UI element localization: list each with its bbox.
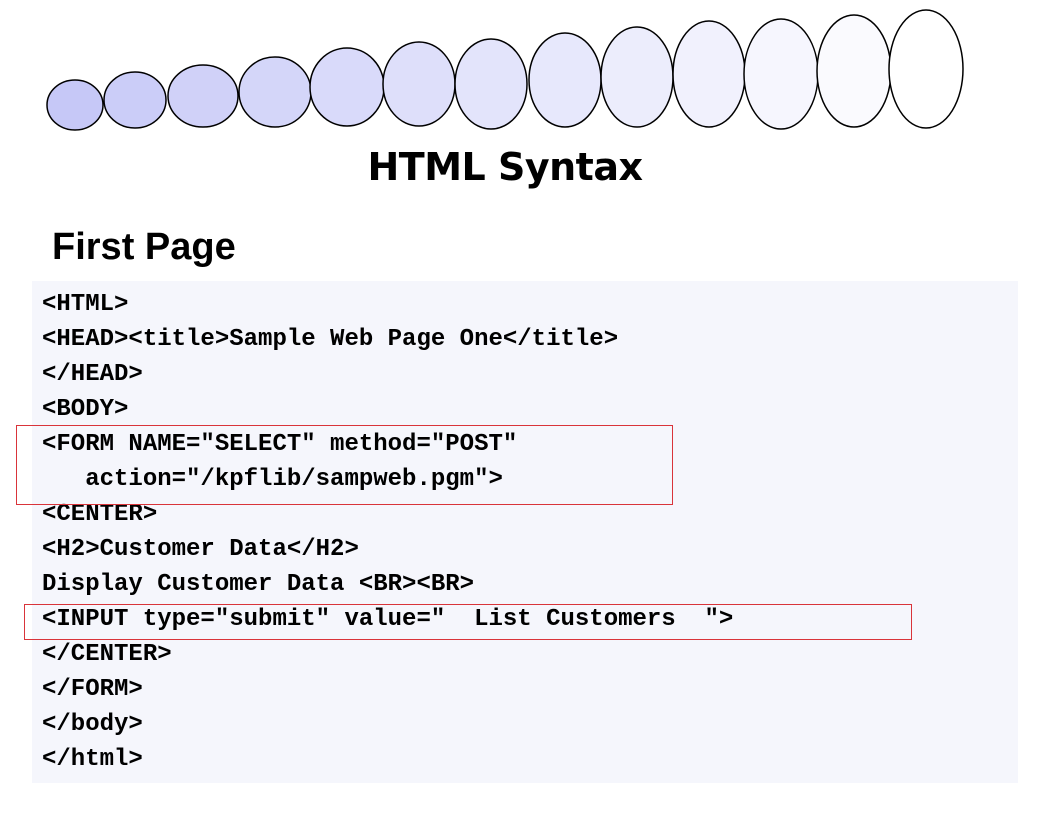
- code-line-7: <CENTER>: [42, 501, 158, 528]
- code-line-6: action="/kpflib/sampweb.pgm">: [42, 466, 503, 493]
- code-block: <HTML> <HEAD><title>Sample Web Page One<…: [42, 287, 733, 777]
- code-line-2: <HEAD><title>Sample Web Page One</title>: [42, 326, 619, 353]
- slide-subtitle: First Page: [52, 226, 236, 268]
- bubble-3: [167, 64, 239, 128]
- code-line-3: </HEAD>: [42, 361, 143, 388]
- code-line-13: </body>: [42, 711, 143, 738]
- bubble-4: [238, 56, 312, 128]
- code-panel: [32, 281, 1018, 783]
- code-line-8: <H2>Customer Data</H2>: [42, 536, 359, 563]
- bubble-1: [46, 79, 104, 131]
- bubble-7: [454, 38, 528, 130]
- decorative-bubble-row: [46, 9, 964, 131]
- code-line-4: <BODY>: [42, 396, 129, 423]
- code-line-14: </html>: [42, 746, 143, 773]
- bubble-8: [528, 32, 602, 128]
- bubble-12: [816, 14, 892, 128]
- bubble-5: [309, 47, 385, 127]
- slide-title: HTML Syntax: [367, 145, 644, 189]
- bubble-13: [888, 9, 964, 129]
- code-line-12: </FORM>: [42, 676, 143, 703]
- code-line-10: <INPUT type="submit" value=" List Custom…: [42, 606, 734, 633]
- bubble-10: [672, 20, 746, 128]
- bubble-11: [743, 18, 819, 130]
- code-line-1: <HTML>: [42, 291, 129, 318]
- bubble-6: [382, 41, 456, 127]
- bubble-9: [600, 26, 674, 128]
- form-tag-highlight: [16, 425, 673, 505]
- code-line-9: Display Customer Data <BR><BR>: [42, 571, 475, 598]
- code-line-11: </CENTER>: [42, 641, 172, 668]
- input-tag-highlight: [24, 604, 912, 640]
- code-line-5: <FORM NAME="SELECT" method="POST": [42, 431, 518, 458]
- bubble-2: [103, 71, 167, 129]
